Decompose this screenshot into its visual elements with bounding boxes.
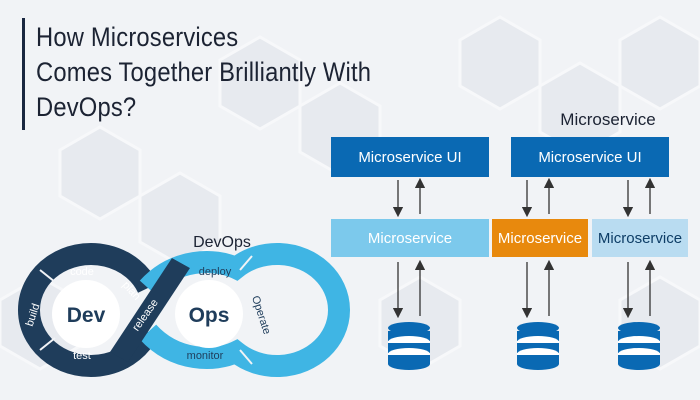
release-band xyxy=(110,258,190,362)
page-title: How Microservices Comes Together Brillia… xyxy=(36,20,423,125)
microservice-ui-box-1: Microservice UI xyxy=(331,137,489,177)
title-line-2: Comes Together Brilliantly With xyxy=(36,57,372,87)
microservice-heading: Microservice xyxy=(560,110,656,129)
devops-heading: DevOps xyxy=(193,234,251,251)
database-icon xyxy=(388,322,430,370)
stage-test: test xyxy=(73,350,91,362)
dev-label: Dev xyxy=(67,304,106,327)
stage-plan: plan xyxy=(120,279,143,302)
dev-loop xyxy=(18,243,158,377)
title-line-3: DevOps? xyxy=(36,92,137,122)
stage-deploy: deploy xyxy=(199,266,232,278)
microservice-ui-box-2: Microservice UI xyxy=(511,137,669,177)
microservice-box-1: Microservice xyxy=(331,219,489,257)
database-icon xyxy=(618,322,660,370)
microservice-box-3: Microservice xyxy=(592,219,688,257)
ops-label: Ops xyxy=(189,304,230,327)
title-line-1: How Microservices xyxy=(36,22,239,52)
title-accent-bar xyxy=(22,18,25,130)
database-icon xyxy=(517,322,559,370)
stage-monitor: monitor xyxy=(187,350,224,362)
stage-code: code xyxy=(70,266,94,278)
stage-operate: Operate xyxy=(249,294,273,336)
stage-build: build xyxy=(24,302,43,328)
ops-loop xyxy=(139,243,350,377)
stage-release: release xyxy=(130,297,161,333)
microservice-box-2: Microservice xyxy=(492,219,588,257)
